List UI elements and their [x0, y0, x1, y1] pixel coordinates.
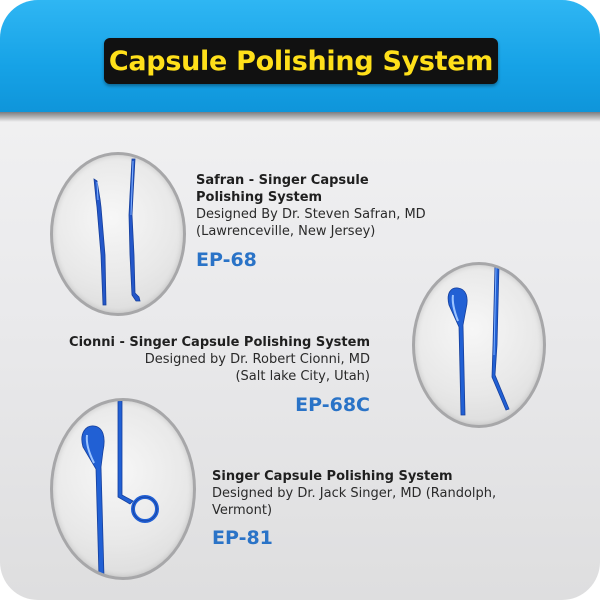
product-name-line-2: Polishing System	[196, 190, 323, 205]
page-title: Capsule Polishing System	[108, 46, 494, 77]
product-code-ep-68: EP-68	[196, 249, 257, 271]
designer-line-1: Designed By Dr. Steven Safran, MD	[196, 207, 426, 222]
product-code-ep-81: EP-81	[212, 527, 273, 549]
designer-line-1: Designed by Dr. Jack Singer, MD (Randolp…	[212, 486, 497, 501]
paddle-ring-polisher-instrument-icon	[81, 401, 159, 577]
product-image-ep-81	[50, 398, 196, 580]
product-name-line-1: Cionni - Singer Capsule Polishing System	[69, 335, 370, 350]
product-code-ep-68c: EP-68C	[295, 394, 370, 416]
designer-line-2: (Lawrenceville, New Jersey)	[196, 224, 376, 239]
header-divider	[0, 112, 600, 122]
title-background	[104, 38, 498, 84]
product-name-line-1: Singer Capsule Polishing System	[212, 469, 453, 484]
designer-line-1: Designed by Dr. Robert Cionni, MD	[144, 352, 370, 367]
product-image-ep-68c	[412, 262, 546, 428]
product-description-ep-68c: Cionni - Singer Capsule Polishing System…	[60, 334, 370, 385]
designer-line-2: Vermont)	[212, 503, 273, 518]
product-description-ep-68: Safran - Singer Capsule Polishing System…	[196, 172, 426, 240]
product-image-ep-68	[50, 152, 186, 316]
straight-polisher-instrument-icon	[93, 158, 141, 306]
product-name-line-1: Safran - Singer Capsule	[196, 173, 369, 188]
paddle-polisher-instrument-icon	[447, 265, 510, 416]
product-description-ep-81: Singer Capsule Polishing System Designed…	[212, 468, 552, 519]
designer-line-2: (Salt lake City, Utah)	[235, 369, 370, 384]
